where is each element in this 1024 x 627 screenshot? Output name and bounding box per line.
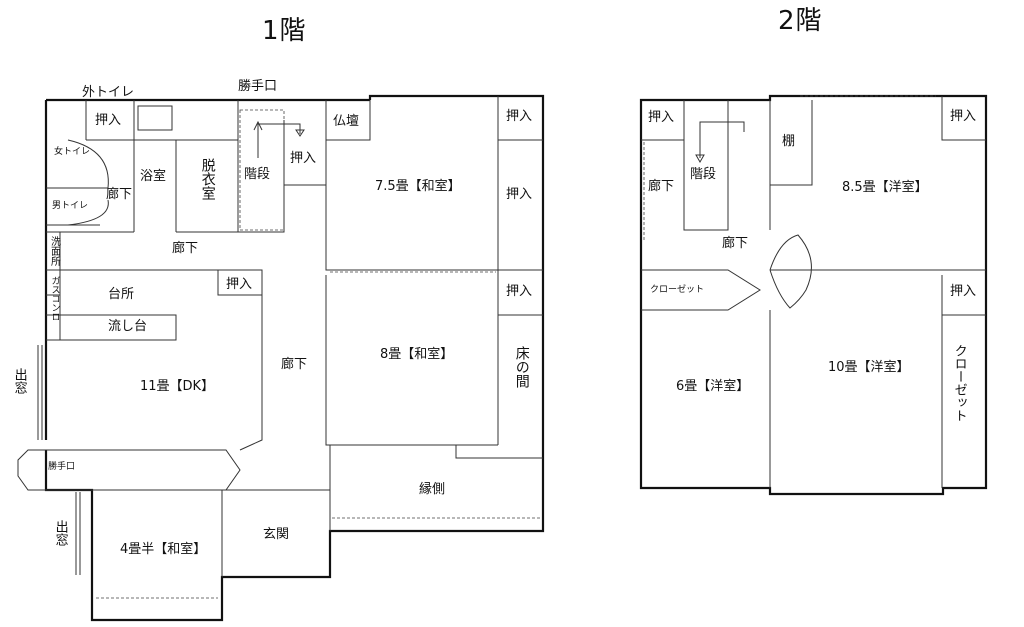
f1-changing: 脱衣室 bbox=[199, 158, 216, 200]
f2-shelf: 棚 bbox=[782, 134, 796, 149]
f1-kitchen-door-side: 勝手口 bbox=[48, 462, 76, 472]
f1-washroom: 洗面所 bbox=[48, 236, 60, 266]
f2-corridor-center: 廊下 bbox=[722, 236, 749, 251]
f1-corridor-center: 廊下 bbox=[281, 357, 308, 372]
f1-stairs: 階段 bbox=[244, 167, 271, 182]
f1-mens-toilet: 男トイレ bbox=[52, 201, 89, 211]
f1-closet-a: 押入 bbox=[95, 113, 122, 128]
f1-kitchen: 台所 bbox=[108, 287, 135, 302]
f1-closet-f: 押入 bbox=[506, 284, 533, 299]
f2-room-85: 8.5畳【洋室】 bbox=[842, 180, 928, 195]
f1-room-8: 8畳【和室】 bbox=[380, 347, 454, 362]
f1-bath: 浴室 bbox=[140, 169, 167, 184]
f1-kitchen-door-top: 勝手口 bbox=[238, 79, 278, 94]
f1-corridor-main: 廊下 bbox=[172, 241, 199, 256]
f1-corridor-small: 廊下 bbox=[106, 187, 133, 202]
f1-closet-b: 押入 bbox=[290, 151, 317, 166]
f2-closet-b: 押入 bbox=[950, 109, 977, 124]
f1-entrance: 玄関 bbox=[263, 527, 290, 542]
f2-stairs: 階段 bbox=[690, 167, 717, 182]
f1-room-45: 4畳半【和室】 bbox=[120, 542, 207, 557]
floor2-title: 2階 bbox=[778, 6, 823, 36]
f1-outer-toilet: 外トイレ bbox=[82, 85, 135, 100]
f1-gas-stove: ガスコンロ bbox=[49, 276, 60, 321]
f1-window-left: 出窓 bbox=[11, 368, 27, 394]
f1-sink: 流し台 bbox=[108, 319, 148, 334]
f2-corridor-left: 廊下 bbox=[648, 179, 675, 194]
f1-tokonoma: 床の間 bbox=[513, 346, 530, 388]
f2-room-10: 10畳【洋室】 bbox=[828, 360, 910, 375]
f1-altar: 仏壇 bbox=[333, 114, 360, 129]
f1-womens-toilet: 女トイレ bbox=[54, 147, 91, 157]
floor1-title: 1階 bbox=[262, 16, 307, 46]
f1-dk: 11畳【DK】 bbox=[140, 379, 215, 394]
f1-closet-d: 押入 bbox=[506, 109, 533, 124]
f1-closet-e: 押入 bbox=[506, 187, 533, 202]
f1-closet-c: 押入 bbox=[226, 277, 253, 292]
f2-closet-a: 押入 bbox=[648, 110, 675, 125]
f2-closet-vertical: クローゼット bbox=[951, 344, 967, 422]
f1-room-75: 7.5畳【和室】 bbox=[375, 179, 461, 194]
f2-closet-c: 押入 bbox=[950, 284, 977, 299]
f1-window-bottom: 出窓 bbox=[52, 520, 68, 546]
f2-closet-small: クローゼット bbox=[650, 285, 705, 295]
f1-veranda: 縁側 bbox=[419, 482, 446, 497]
f2-room-6: 6畳【洋室】 bbox=[676, 379, 750, 394]
